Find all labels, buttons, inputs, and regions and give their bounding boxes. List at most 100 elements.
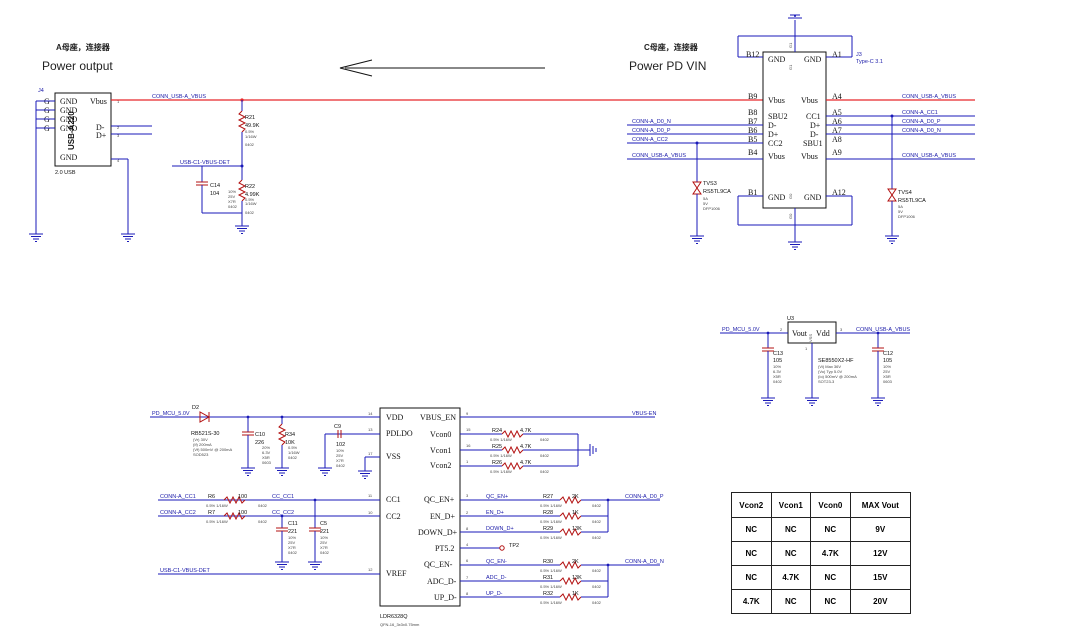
net-label-vbus-left: CONN_USB-A_VBUS [152,94,206,100]
c9-spec-2: 25V [336,453,343,458]
table-cell: NC [810,589,851,614]
u-main-right-name-10: UP_D- [434,593,457,602]
c5-spec-1: 10% [320,535,328,540]
r26-spec: 0.5% 1/16W [490,469,512,474]
r6-value: 100 [238,494,247,500]
j4-gnd-label-3: GND [60,115,78,124]
r32-spec: 0.5% 1/16W [540,600,562,605]
d2-spec-3: (Vf) 500mV @ 200mA [193,447,233,452]
r25-value: 4.7K [520,444,532,450]
c12-spec-2: 25V [883,369,890,374]
j4-pin-4: 4 [117,158,120,163]
r27-pkg: 0402 [592,503,602,508]
u-main-right-pin-3: 1 [466,459,469,464]
r25-spec: 0.5% 1/16W [490,453,512,458]
r24-ref: R24 [492,428,502,434]
c12-spec-3: X5R [883,374,891,379]
j4-pin-2: 2 [117,125,120,130]
r7-ref: R7 [208,510,215,516]
r29-ref: R29 [543,526,553,532]
r31-value: 13K [572,575,582,581]
u-main-right-pin-1: 15 [466,427,471,432]
c14-value: 104 [210,191,219,197]
c14-spec-1: 10% [228,189,236,194]
net-label-vbus-c-right: CONN_USB-A_VBUS [902,153,956,159]
net-label-down-dp: DOWN_D+ [486,526,514,532]
r34-spec-2: 1/16W [288,450,300,455]
j4-note: 2.0 USB [55,170,76,176]
r25-ref: R25 [492,444,502,450]
tvs4-spec-3: DFP1006 [898,214,916,219]
j3-left-name-4: D+ [768,130,779,139]
tvs4-spec-2: 5V [898,209,903,214]
j3-right-pin-1: A4 [832,92,842,101]
r29-pkg: 0402 [592,535,602,540]
r31-pkg: 0402 [592,584,602,589]
j4-dp-label: D+ [96,131,107,140]
r28-ref: R28 [543,510,553,516]
c10-value: 226 [255,440,264,446]
j3-left-pin-5: B5 [748,135,757,144]
c13-spec-3: X5R [773,374,781,379]
r27-value: 2K [572,494,579,500]
net-label-vbus-en: VBUS-EN [632,411,656,417]
u-main-right-pin-9: 7 [466,575,469,580]
table-cell: NC [770,517,812,542]
table-cell: 4.7K [731,589,772,614]
j3-right-name-0: GND [804,55,822,64]
c12-value: 105 [883,358,892,364]
c5-spec-2: 25V [320,540,327,545]
table-cell: NC [731,541,772,566]
r34-ref: R34 [285,432,295,438]
u-main-right-pin-2: 16 [466,443,471,448]
r22-spec-1: 0.5% [245,197,255,202]
r6-spec-2: 0402 [258,503,268,508]
u-main-left-pin-4: 10 [368,510,373,515]
net-label-d0p-right: CONN-A_D0_P [902,119,941,125]
net-label-cc-cc1: CC_CC1 [272,494,294,500]
u-main-left-name-5: VREF [386,569,407,578]
u-main-right-pin-10: 8 [466,591,469,596]
d2-spec-1: (Vr) 30V [193,437,208,442]
tp2-label: TP2 [509,543,519,549]
net-label-qc-em: QC_EN- [486,559,507,565]
u3-spec-3: (Io) 500mV @ 200mA [818,374,857,379]
net-label-vbus-right: CONN_USB-A_VBUS [902,94,956,100]
u-main-right-name-6: DOWN_D+ [418,528,458,537]
j3-g0-pin: G0 [788,213,793,219]
table-cell: NC [731,517,772,542]
ldr6328q-controller: LDR6328Q QFN-16_3x3x0.75mm VDD PDLDO VSS… [150,405,664,627]
u-main-left-name-4: CC2 [386,512,401,521]
r34-spec-3: 0402 [288,455,298,460]
c14-spec-4: 0402 [228,204,238,209]
u-main-left-name-0: VDD [386,413,404,422]
table-header-cell: Vcon0 [810,492,851,518]
c-connector-title: C母座，连接器 [644,43,698,52]
r30-ref: R30 [543,559,553,565]
c13-spec-1: 10% [773,364,781,369]
net-label-d0p-left: CONN-A_D0_P [632,128,671,134]
table-cell: 15V [849,565,912,590]
r22-spec-2: 1/16W [245,201,257,206]
net-label-c1-vbus-det: USB-C1-VBUS-DET [160,568,210,574]
net-label-d0n-left: CONN-A_D0_N [632,119,671,125]
u3-pin-1: 1 [805,346,808,351]
j3-name: Type-C 3.1 [856,59,883,65]
net-label-cc1: CONN-A_CC1 [902,110,938,116]
c5-spec-3: X7R [320,545,328,550]
c11-spec-4: 0402 [288,550,298,555]
table-cell: 20V [849,589,912,614]
a-connector-title: A母座，连接器 [56,43,110,52]
c13-spec-4: 0402 [773,379,783,384]
j4-gnd-label-4: GND [60,124,78,133]
table-row: NC 4.7K NC 15V [731,565,912,590]
power-pd-vin-title: Power PD VIN [629,59,707,73]
c9-spec-3: X7R [336,458,344,463]
net-label-cc2-in: CONN-A_CC2 [160,510,196,516]
c11-ref: C11 [288,521,298,527]
c10-ref: C10 [255,432,265,438]
j3-left-pin-7: B1 [748,188,757,197]
table-row: NC NC NC 9V [731,517,912,542]
j3-right-pin-5: A8 [832,135,842,144]
net-label-d0p-out: CONN-A_D0_P [625,494,664,500]
